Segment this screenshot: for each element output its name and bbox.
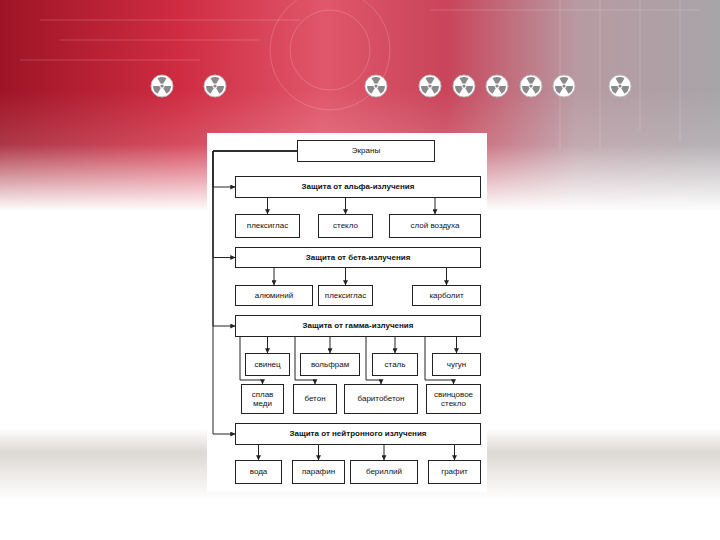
node-label: алюминий bbox=[255, 291, 293, 300]
material-box: бетон bbox=[293, 384, 337, 414]
connector-arrow bbox=[384, 445, 385, 460]
root-box: Экраны bbox=[297, 140, 435, 162]
radiation-symbol bbox=[419, 75, 441, 97]
connector-arrow bbox=[267, 337, 268, 353]
diagram-panel bbox=[207, 133, 487, 492]
node-label: карболит bbox=[429, 291, 463, 300]
category-band: Защита от бета-излучения bbox=[235, 247, 481, 268]
node-label: Защита от нейтронного излучения bbox=[289, 429, 426, 438]
connector-arrow bbox=[318, 445, 319, 460]
connector-arrow bbox=[274, 268, 275, 285]
node-label: сталь bbox=[385, 360, 406, 369]
radiation-symbol bbox=[151, 75, 173, 97]
material-box: карболит bbox=[412, 285, 481, 306]
connector-arrow bbox=[267, 198, 268, 214]
material-box: сталь bbox=[372, 353, 418, 376]
radiation-symbol bbox=[486, 75, 508, 97]
radiation-symbol bbox=[204, 75, 226, 97]
material-box: чугун bbox=[432, 353, 481, 376]
material-box: стекло bbox=[318, 214, 373, 238]
node-label: бетон bbox=[304, 394, 325, 403]
material-box: парафин bbox=[292, 460, 345, 484]
connector-arrow bbox=[345, 198, 346, 214]
node-label: Защита от гамма-излучения bbox=[303, 321, 414, 330]
radiation-symbols bbox=[151, 75, 631, 97]
connector-arrow bbox=[454, 445, 455, 460]
node-label: Защита от альфа-излучения bbox=[302, 182, 415, 191]
material-box: свинцовое стекло bbox=[426, 384, 481, 414]
category-band: Защита от альфа-излучения bbox=[235, 176, 481, 198]
material-box: графит bbox=[428, 460, 481, 484]
connector-arrow bbox=[213, 151, 297, 258]
category-band: Защита от нейтронного излучения bbox=[235, 423, 481, 445]
node-label: стекло bbox=[333, 221, 358, 230]
node-label: сплав меди bbox=[245, 390, 280, 408]
connector-arrow bbox=[330, 337, 331, 353]
category-band: Защита от гамма-излучения bbox=[235, 315, 481, 337]
connector-arrow bbox=[258, 445, 259, 460]
node-label: Защита от бета-излучения bbox=[306, 253, 411, 262]
connector-arrow bbox=[446, 268, 447, 285]
node-label: свинец bbox=[254, 360, 280, 369]
node-label: бериллий bbox=[366, 467, 402, 476]
radiation-symbol bbox=[553, 75, 575, 97]
node-label: плексиглас bbox=[247, 221, 288, 230]
node-label: графит bbox=[441, 467, 468, 476]
material-box: баритобетон bbox=[344, 384, 418, 414]
top-fade bbox=[0, 90, 720, 211]
material-box: алюминий bbox=[235, 285, 313, 306]
connector-arrow bbox=[345, 268, 346, 285]
material-box: вольфрам bbox=[300, 353, 360, 376]
connector-arrow bbox=[456, 337, 457, 353]
material-box: вода bbox=[235, 460, 282, 484]
node-label: слой воздуха bbox=[411, 221, 460, 230]
radiation-symbol bbox=[520, 75, 542, 97]
connector-arrow bbox=[435, 198, 436, 214]
top-band bbox=[0, 0, 720, 210]
radiation-symbol bbox=[609, 75, 631, 97]
material-box: плексиглас bbox=[318, 285, 373, 306]
node-label: плексиглас bbox=[325, 291, 366, 300]
material-box: свинец bbox=[245, 353, 290, 376]
radiation-symbol bbox=[365, 75, 387, 97]
node-label: Экраны bbox=[352, 146, 380, 155]
node-label: вода bbox=[250, 467, 268, 476]
node-label: чугун bbox=[447, 360, 467, 369]
node-label: вольфрам bbox=[311, 360, 349, 369]
material-box: слой воздуха bbox=[389, 214, 481, 238]
connector-arrow bbox=[395, 337, 396, 353]
node-label: свинцовое стекло bbox=[430, 390, 477, 408]
material-box: бериллий bbox=[350, 460, 418, 484]
radiation-symbol bbox=[453, 75, 475, 97]
node-label: парафин bbox=[302, 467, 335, 476]
material-box: сплав меди bbox=[241, 384, 284, 414]
material-box: плексиглас bbox=[235, 214, 300, 238]
node-label: баритобетон bbox=[358, 394, 405, 403]
